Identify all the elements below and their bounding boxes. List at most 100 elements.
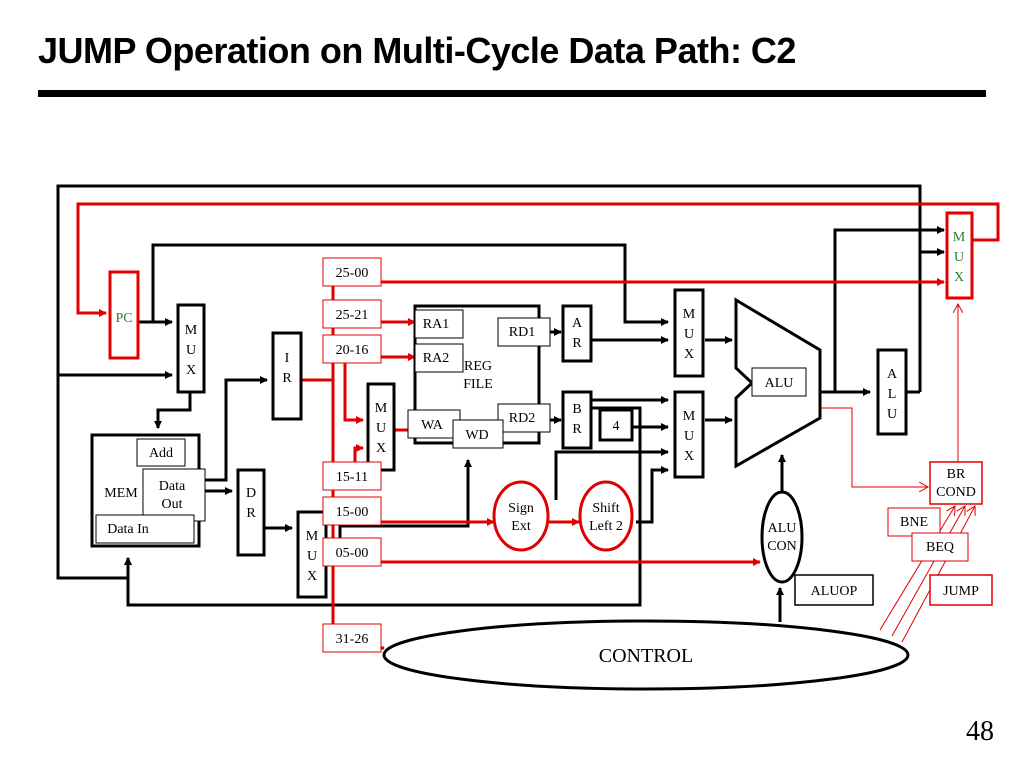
wd-mux-u: U bbox=[307, 549, 317, 564]
field-25-00-box bbox=[322, 257, 382, 287]
alu-mux-b-m: M bbox=[683, 409, 696, 424]
field-15-11: 15-11 bbox=[336, 470, 368, 485]
field-15-00-box bbox=[322, 496, 382, 526]
label-line-2: Out bbox=[162, 497, 183, 512]
alu-label-box bbox=[751, 367, 807, 397]
wd-mux-m: M bbox=[306, 529, 319, 544]
jump-label: JUMP bbox=[943, 584, 979, 599]
alu-out-u: U bbox=[887, 407, 897, 422]
wd-label: WD bbox=[465, 428, 488, 443]
ir-label-r: R bbox=[282, 371, 292, 386]
label-line-1: BR bbox=[947, 467, 966, 482]
alu-mux-a bbox=[673, 288, 705, 378]
alu-mux-b bbox=[673, 390, 705, 479]
constant-four-label: 4 bbox=[613, 419, 620, 434]
alu-mux-a-x: X bbox=[684, 347, 694, 362]
field-15-11-box bbox=[322, 461, 382, 491]
field-05-00: 05-00 bbox=[336, 546, 369, 561]
aluop-box bbox=[794, 574, 874, 606]
alu-control-unit bbox=[760, 490, 804, 584]
rd1-label: RD1 bbox=[509, 325, 535, 340]
data-in-label: Data In bbox=[107, 522, 149, 537]
field-25-00: 25-00 bbox=[336, 266, 369, 281]
wd-port bbox=[452, 419, 504, 449]
label-line-1: Data bbox=[159, 479, 186, 494]
wa-mux-m: M bbox=[375, 401, 388, 416]
label-line-2: CON bbox=[767, 539, 797, 554]
dr-label-r: R bbox=[246, 506, 256, 521]
mem-label: MEM bbox=[104, 486, 138, 501]
label-line-1: Shift bbox=[592, 501, 619, 516]
wa-label: WA bbox=[421, 418, 444, 433]
wd-mux-x: X bbox=[307, 569, 317, 584]
field-15-00: 15-00 bbox=[336, 505, 369, 520]
a-register bbox=[561, 304, 593, 363]
mem-mux-u: U bbox=[186, 343, 196, 358]
shift-left-unit bbox=[578, 480, 634, 552]
label-line-1: ALU bbox=[768, 521, 797, 536]
control-unit bbox=[382, 619, 910, 691]
br-cond-label: BR COND bbox=[936, 467, 976, 500]
a-label-a: A bbox=[572, 316, 583, 331]
page-number: 48 bbox=[966, 716, 994, 747]
field-20-16-box bbox=[322, 334, 382, 364]
field-25-21: 25-21 bbox=[336, 308, 369, 323]
write-addr-mux bbox=[366, 382, 396, 472]
a-label-r: R bbox=[572, 336, 582, 351]
branch-control-lines bbox=[820, 304, 975, 643]
ir-register bbox=[271, 331, 303, 421]
label-line-2: Ext bbox=[511, 519, 531, 534]
alu-out-l: L bbox=[888, 387, 897, 402]
pc-mux-u: U bbox=[954, 250, 964, 265]
instruction-fields: 25-00 25-21 20-16 15-11 15-00 05-00 31-2… bbox=[322, 257, 382, 653]
field-31-26: 31-26 bbox=[336, 632, 369, 647]
ra2-label: RA2 bbox=[423, 351, 449, 366]
mem-mux-x: X bbox=[186, 363, 196, 378]
alu-con-label: ALU CON bbox=[767, 521, 797, 554]
alu-mux-b-x: X bbox=[684, 449, 694, 464]
pc-mux-x: X bbox=[954, 270, 964, 285]
b-label-b: B bbox=[572, 402, 581, 417]
ra2-port bbox=[414, 343, 464, 373]
field-31-26-box bbox=[322, 623, 382, 653]
dr-label-d: D bbox=[246, 486, 256, 501]
add-port-box bbox=[136, 438, 186, 467]
alu-mux-a-u: U bbox=[684, 327, 694, 342]
bne-label: BNE bbox=[900, 515, 928, 530]
wa-port bbox=[407, 409, 461, 439]
jump-box bbox=[929, 574, 993, 606]
constant-four bbox=[598, 408, 634, 442]
ra1-label: RA1 bbox=[423, 317, 449, 332]
ra1-port bbox=[414, 309, 464, 339]
aluop-label: ALUOP bbox=[811, 584, 858, 599]
pc-register bbox=[108, 270, 140, 360]
b-label-r: R bbox=[572, 422, 582, 437]
beq-box bbox=[911, 532, 969, 562]
pc-mux-m: M bbox=[953, 230, 966, 245]
label-line-2: COND bbox=[936, 485, 976, 500]
br-cond-box bbox=[929, 461, 983, 505]
wa-mux-x: X bbox=[376, 441, 386, 456]
dr-register bbox=[236, 468, 266, 557]
wa-mux-u: U bbox=[376, 421, 386, 436]
field-20-16: 20-16 bbox=[336, 343, 369, 358]
rd2-port bbox=[497, 403, 551, 433]
pc-mux bbox=[945, 211, 974, 300]
alu-out-a: A bbox=[887, 367, 898, 382]
mem-mux-m: M bbox=[185, 323, 198, 338]
alu-mux-b-u: U bbox=[684, 429, 694, 444]
label-line-1: REG bbox=[464, 359, 492, 374]
data-in-box bbox=[95, 514, 195, 544]
alu-label: ALU bbox=[765, 376, 794, 391]
add-port-label: Add bbox=[149, 446, 173, 461]
page-title: JUMP Operation on Multi-Cycle Data Path:… bbox=[38, 30, 796, 71]
beq-label: BEQ bbox=[926, 540, 954, 555]
ir-label-i: I bbox=[285, 351, 290, 366]
b-register bbox=[561, 390, 593, 450]
label-line-1: Sign bbox=[508, 501, 534, 516]
pc-label: PC bbox=[115, 311, 132, 326]
